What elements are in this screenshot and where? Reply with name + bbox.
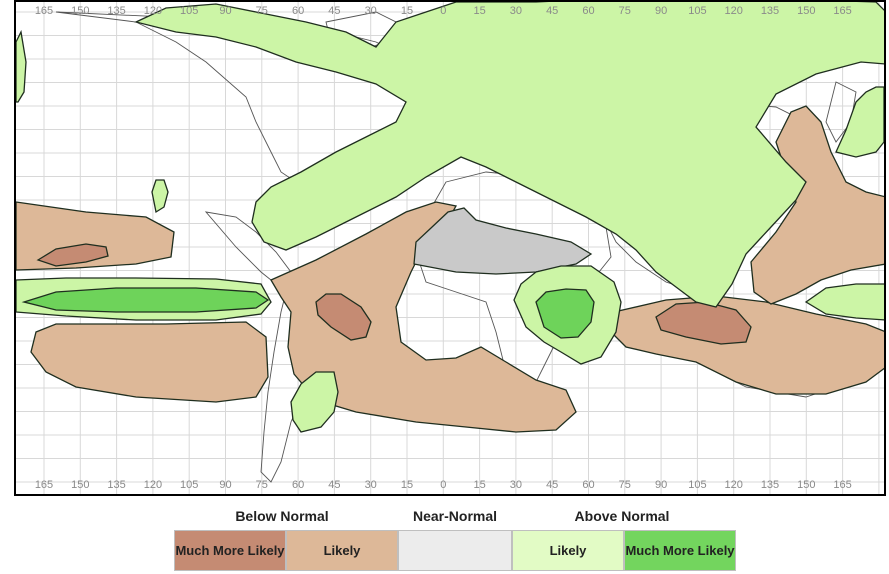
longitude-tick-label: 15 xyxy=(401,479,413,491)
longitude-tick-label: 105 xyxy=(180,5,198,17)
longitude-tick-label: 105 xyxy=(688,5,706,17)
legend-group-below: Below Normal xyxy=(235,508,329,524)
legend-label: Much More Likely xyxy=(625,543,735,558)
legend-label: Likely xyxy=(323,543,361,558)
longitude-tick-label: 135 xyxy=(761,479,779,491)
longitude-tick-label: 120 xyxy=(725,479,743,491)
longitude-tick-label: 105 xyxy=(180,479,198,491)
longitude-tick-label: 15 xyxy=(473,5,485,17)
longitude-tick-label: 120 xyxy=(144,479,162,491)
longitude-tick-label: 30 xyxy=(365,5,377,17)
longitude-tick-label: 120 xyxy=(725,5,743,17)
longitude-tick-label: 45 xyxy=(546,479,558,491)
longitude-tick-label: 45 xyxy=(328,5,340,17)
longitude-tick-label: 0 xyxy=(440,479,446,491)
longitude-tick-label: 75 xyxy=(619,5,631,17)
longitude-tick-label: 165 xyxy=(35,5,53,17)
longitude-tick-label: 15 xyxy=(401,5,413,17)
longitude-tick-label: 75 xyxy=(256,5,268,17)
longitude-tick-label: 30 xyxy=(365,479,377,491)
longitude-tick-label: 60 xyxy=(292,5,304,17)
longitude-tick-label: 60 xyxy=(582,5,594,17)
longitude-tick-label: 90 xyxy=(655,479,667,491)
longitude-tick-label: 45 xyxy=(328,479,340,491)
longitude-tick-label: 165 xyxy=(833,5,851,17)
longitude-tick-label: 45 xyxy=(546,5,558,17)
legend-swatch-near-normal xyxy=(398,530,512,571)
longitude-tick-label: 60 xyxy=(292,479,304,491)
longitude-tick-label: 150 xyxy=(797,5,815,17)
longitude-tick-label: 60 xyxy=(582,479,594,491)
above-normal-much-more-likely-regions xyxy=(21,287,595,339)
legend-label: Much More Likely xyxy=(175,543,285,558)
legend-swatch-below-much: Much More Likely xyxy=(174,530,286,571)
longitude-tick-label: 150 xyxy=(71,479,89,491)
legend-swatch-above-much: Much More Likely xyxy=(624,530,736,571)
legend-swatch-below-likely: Likely xyxy=(286,530,398,571)
below-normal-much-more-likely-regions xyxy=(36,243,752,345)
legend-swatch-above-likely: Likely xyxy=(512,530,624,571)
longitude-tick-label: 120 xyxy=(144,5,162,17)
longitude-tick-label: 30 xyxy=(510,5,522,17)
longitude-tick-label: 105 xyxy=(688,479,706,491)
legend-group-above: Above Normal xyxy=(574,508,670,524)
near-normal-region xyxy=(413,207,593,275)
longitude-tick-label: 90 xyxy=(219,479,231,491)
longitude-tick-label: 165 xyxy=(35,479,53,491)
longitude-tick-label: 15 xyxy=(473,479,485,491)
longitude-tick-label: 135 xyxy=(107,479,125,491)
longitude-tick-label: 30 xyxy=(510,479,522,491)
longitude-tick-label: 90 xyxy=(655,5,667,17)
longitude-tick-label: 150 xyxy=(797,479,815,491)
longitude-tick-label: 0 xyxy=(440,5,446,17)
longitude-tick-label: 135 xyxy=(761,5,779,17)
legend-group-near: Near-Normal xyxy=(412,508,498,524)
longitude-tick-label: 165 xyxy=(833,479,851,491)
longitude-tick-label: 90 xyxy=(219,5,231,17)
longitude-tick-label: 75 xyxy=(256,479,268,491)
legend-label: Likely xyxy=(549,543,587,558)
longitude-tick-label: 150 xyxy=(71,5,89,17)
longitude-tick-label: 75 xyxy=(619,479,631,491)
longitude-tick-label: 135 xyxy=(107,5,125,17)
